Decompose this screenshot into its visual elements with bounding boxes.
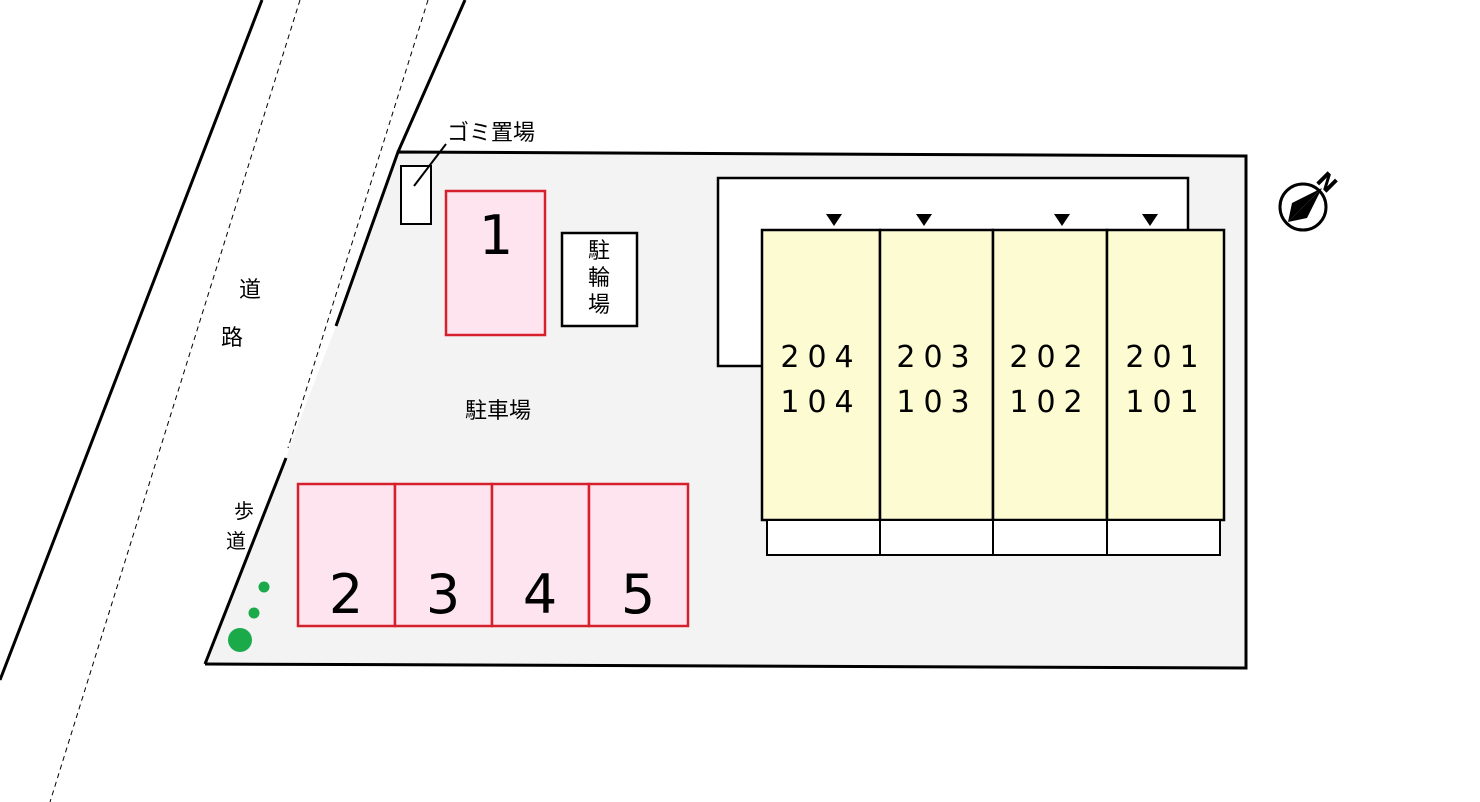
balconies (766, 519, 1221, 556)
bicycle-label-char-2: 輪 (588, 266, 610, 291)
parking-space-1 (444, 189, 547, 337)
parking-space-5-label: 5 (621, 563, 655, 626)
parking-space-3-label: 3 (426, 563, 460, 626)
road (0, 0, 467, 802)
tree-icon (248, 607, 260, 619)
unit-upper-label: 204 (780, 340, 861, 375)
parking-space-5 (587, 482, 690, 628)
parking-space-2 (296, 482, 397, 628)
entrance-marker-204 (826, 214, 842, 226)
parking-space-4 (490, 482, 591, 628)
unit-lower-label: 103 (896, 385, 977, 420)
road-label-char-1: 道 (239, 278, 261, 303)
unit-upper-label: 201 (1125, 340, 1206, 375)
sidewalk-label-char-1: 歩 (234, 499, 254, 523)
unit-201-101 (1105, 228, 1226, 522)
tree-icon (258, 581, 270, 593)
balcony-104 (766, 519, 881, 556)
tree-icon (228, 628, 252, 652)
road-edge-left (0, 0, 264, 681)
trees (228, 581, 270, 652)
north-compass-icon: N (1278, 168, 1341, 232)
entrance-markers (826, 214, 1158, 226)
garbage-label: ゴミ置場 (447, 121, 535, 146)
parking-space-2-label: 2 (329, 563, 363, 626)
unit-204-104 (760, 228, 882, 522)
road-edge-right-upper (396, 0, 467, 153)
unit-203-103 (878, 228, 995, 522)
entrance-marker-201 (1142, 214, 1158, 226)
entrance-marker-202 (1054, 214, 1070, 226)
bicycle-label-char-3: 場 (588, 293, 610, 318)
lot-boundary (204, 150, 1248, 670)
road-label-char-2: 路 (221, 326, 243, 351)
parking-lot-label: 駐車場 (465, 399, 531, 424)
sidewalk-line (287, 0, 429, 449)
garbage-area (400, 165, 432, 225)
balcony-102 (992, 519, 1108, 556)
unit-upper-label: 202 (1009, 340, 1090, 375)
unit-upper-label: 203 (896, 340, 977, 375)
building: 204 104 203 103 202 102 201 101 (760, 228, 1226, 522)
garbage-leader-line (413, 143, 447, 187)
sidewalk-label-char-2: 道 (226, 529, 246, 553)
balcony-101 (1106, 519, 1221, 556)
compass-needle-side (1288, 188, 1322, 222)
balcony-103 (879, 519, 994, 556)
lot-boundary-lower (203, 457, 288, 665)
road-centerline (49, 0, 301, 802)
unit-lower-label: 101 (1125, 385, 1206, 420)
parking-space-3 (393, 482, 494, 628)
unit-202-102 (991, 228, 1109, 522)
parking-space-4-label: 4 (523, 563, 557, 626)
unit-lower-label: 104 (780, 385, 861, 420)
parking-space-1-label: 1 (479, 204, 513, 267)
parking-row: 2 3 4 5 (296, 482, 690, 628)
entrance-marker-203 (916, 214, 932, 226)
bicycle-label-char-1: 駐 (588, 239, 610, 264)
unit-lower-label: 102 (1009, 385, 1090, 420)
bicycle-parking (560, 231, 639, 328)
